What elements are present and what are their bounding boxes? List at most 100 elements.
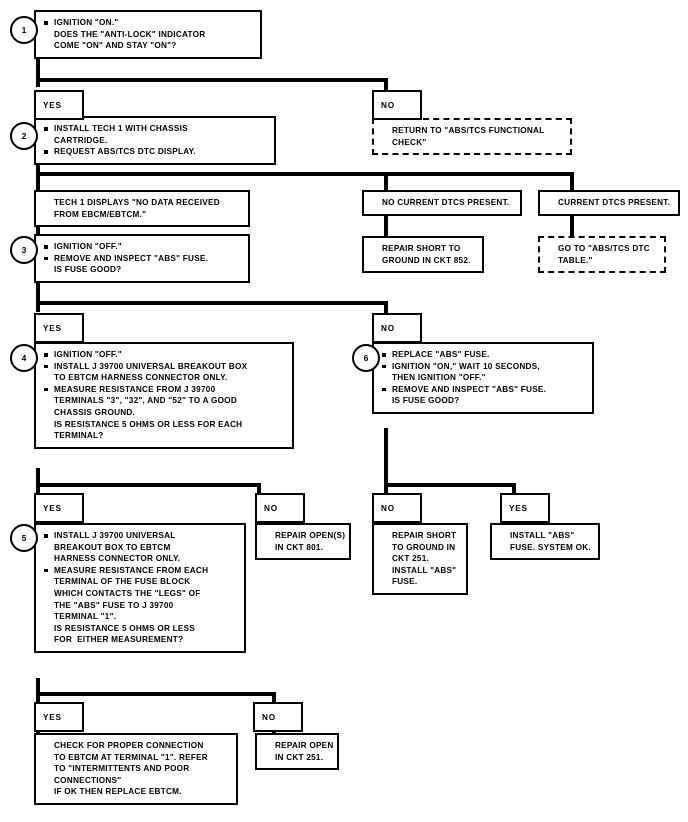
connector-step3-no-down xyxy=(384,301,388,321)
branch-tab-yes-step1[interactable]: YES xyxy=(34,90,84,120)
box-text-line: INSTALL TECH 1 WITH CHASSIS xyxy=(43,123,268,135)
connector-step5-split xyxy=(36,692,276,696)
step-number-2-label: 2 xyxy=(21,131,27,141)
step-number-1: 1 xyxy=(10,16,38,44)
box-text-line: TERMINAL? xyxy=(54,431,104,441)
box-text-line: FUSE. SYSTEM OK. xyxy=(510,542,591,552)
check-proper-connection-box: CHECK FOR PROPER CONNECTION TO EBTCM AT T… xyxy=(34,733,238,805)
step-number-5: 5 xyxy=(10,524,38,552)
box-text-line: TO "INTERMITTENTS AND POOR xyxy=(54,764,190,774)
branch-tab-yes-step3[interactable]: YES xyxy=(34,313,84,343)
connector-nodtc-to-repair xyxy=(384,212,388,238)
box-text-line: TERMINALS "3", "32", AND "52" TO A GOOD xyxy=(54,396,238,406)
connector-step4-split xyxy=(36,483,261,487)
box-text-line: TABLE." xyxy=(558,255,593,265)
branch-tab-yes-step6[interactable]: YES xyxy=(500,493,550,523)
branch-tab-yes-step4[interactable]: YES xyxy=(34,493,84,523)
repair-short-ckt-852-box: REPAIR SHORT TO GROUND IN CKT 852. xyxy=(362,236,484,274)
box-text-line: IN CKT 801. xyxy=(275,542,324,552)
connector-step6-yes-down xyxy=(512,483,516,501)
box-text-line: FUSE. xyxy=(392,577,418,587)
step-number-2: 2 xyxy=(10,122,38,150)
step-number-4-label: 4 xyxy=(21,353,27,363)
connector-tech1-to-step3 xyxy=(36,224,40,242)
box-text-line: WHICH CONTACTS THE "LEGS" OF xyxy=(54,588,201,598)
connector-current-dtcs-down xyxy=(570,172,574,192)
box-text-line: BREAKOUT BOX TO EBTCM xyxy=(54,542,171,552)
step-1-box: IGNITION "ON."DOES THE "ANTI-LOCK" INDIC… xyxy=(34,10,262,59)
box-text-line: IGNITION "OFF." xyxy=(43,241,242,253)
box-text-line: IGNITION "ON." xyxy=(43,17,254,29)
box-text-line: TECH 1 DISPLAYS "NO DATA RECEIVED xyxy=(54,198,220,207)
box-text-line: IF OK THEN REPLACE EBTCM. xyxy=(54,787,182,797)
box-text-line: INSTALL J 39700 UNIVERSAL xyxy=(43,530,238,542)
step-3-box: IGNITION "OFF."REMOVE AND INSPECT "ABS" … xyxy=(34,234,250,283)
box-text-line: RETURN TO "ABS/TCS FUNCTIONAL xyxy=(392,126,545,135)
box-text-line: INSTALL J 39700 UNIVERSAL BREAKOUT BOX xyxy=(43,361,286,373)
box-text-line: CHECK" xyxy=(392,137,427,147)
box-text-line: TO EBTCM HARNESS CONNECTOR ONLY. xyxy=(54,373,228,383)
box-text-line: CONNECTIONS" xyxy=(54,775,122,785)
step-number-3-label: 3 xyxy=(21,245,27,255)
box-text-line: REPLACE "ABS" FUSE. xyxy=(381,349,586,361)
branch-tab-yes-step5[interactable]: YES xyxy=(34,702,84,732)
connector-step2-split xyxy=(36,172,574,176)
box-text-line: DOES THE "ANTI-LOCK" INDICATOR xyxy=(54,29,206,39)
box-text-line: GROUND IN CKT 852. xyxy=(382,255,471,265)
box-text-line: IN CKT 251. xyxy=(275,752,324,762)
connector-step6-down xyxy=(384,428,388,500)
repair-opens-ckt-801-box: REPAIR OPEN(S) IN CKT 801. xyxy=(255,523,351,561)
connector-step4-no-down xyxy=(257,483,261,501)
tech-1-displays-no-data-box: TECH 1 DISPLAYS "NO DATA RECEIVED FROM EB… xyxy=(34,190,250,228)
step-number-4: 4 xyxy=(10,344,38,372)
box-text-line: IGNITION "ON," WAIT 10 SECONDS, xyxy=(381,361,586,373)
box-text-line: IGNITION "OFF." xyxy=(43,349,286,361)
box-text-line: INSTALL "ABS" xyxy=(392,565,457,575)
connector-step5-no-down xyxy=(272,692,276,710)
branch-tab-no-step1[interactable]: NO xyxy=(372,90,422,120)
box-text-line: REQUEST ABS/TCS DTC DISPLAY. xyxy=(43,146,268,158)
box-text-line: CKT 251. xyxy=(392,554,430,564)
install-abs-fuse-system-ok-box: INSTALL "ABS" FUSE. SYSTEM OK. xyxy=(490,523,600,561)
box-text-line: CARTRIDGE. xyxy=(54,135,108,145)
connector-step1-down xyxy=(36,57,40,87)
box-text-line: HARNESS CONNECTOR ONLY. xyxy=(54,554,181,564)
box-text-line: COME "ON" AND STAY "ON"? xyxy=(54,41,177,51)
box-text-line: IS RESISTANCE 5 OHMS OR LESS FOR EACH xyxy=(54,419,243,429)
branch-tab-no-step4[interactable]: NO xyxy=(255,493,305,523)
branch-tab-no-step6[interactable]: NO xyxy=(372,493,422,523)
box-text-line: REMOVE AND INSPECT "ABS" FUSE. xyxy=(43,253,242,265)
return-abs-tcs-functional-check-box[interactable]: RETURN TO "ABS/TCS FUNCTIONAL CHECK" xyxy=(372,118,572,156)
step-number-6-label: 6 xyxy=(363,353,369,363)
branch-tab-no-step3[interactable]: NO xyxy=(372,313,422,343)
box-text-line: TERMINAL "1". xyxy=(54,612,117,622)
box-text-line: TO EBTCM AT TERMINAL "1". REFER xyxy=(54,752,208,762)
box-text-line: NO CURRENT DTCs PRESENT. xyxy=(382,198,510,207)
box-text-line: CURRENT DTCs PRESENT. xyxy=(558,198,671,207)
connector-step1-split xyxy=(36,78,388,82)
step-number-3: 3 xyxy=(10,236,38,264)
branch-tab-no-step5[interactable]: NO xyxy=(253,702,303,732)
box-text-line: INSTALL "ABS" xyxy=(510,531,575,540)
current-dtcs-present-box: CURRENT DTCs PRESENT. xyxy=(538,190,680,216)
box-text-line: FROM EBCM/EBTCM." xyxy=(54,209,147,219)
step-number-5-label: 5 xyxy=(21,533,27,543)
no-current-dtcs-present-box: NO CURRENT DTCs PRESENT. xyxy=(362,190,522,216)
box-text-line: IS RESISTANCE 5 OHMS OR LESS xyxy=(54,623,196,633)
box-text-line: CHECK FOR PROPER CONNECTION xyxy=(54,741,204,750)
box-text-line: MEASURE RESISTANCE FROM J 39700 xyxy=(43,384,286,396)
box-text-line: REPAIR OPEN(S) xyxy=(275,531,346,540)
connector-step3-down xyxy=(36,282,40,312)
step-number-6: 6 xyxy=(352,344,380,372)
box-text-line: IS FUSE GOOD? xyxy=(54,265,122,275)
connector-dtc-to-table xyxy=(570,212,574,238)
step-6-box: REPLACE "ABS" FUSE.IGNITION "ON," WAIT 1… xyxy=(372,342,594,414)
box-text-line: REPAIR SHORT TO xyxy=(382,244,461,253)
connector-step6-split xyxy=(384,483,516,487)
box-text-line: FOR EITHER MEASUREMENT? xyxy=(54,635,184,645)
